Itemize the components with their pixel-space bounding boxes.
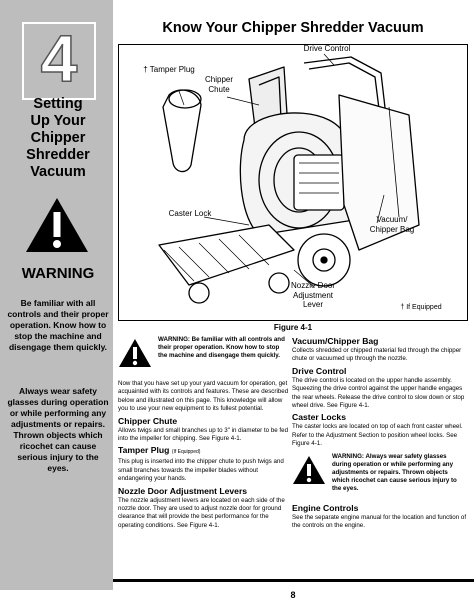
sidebar: 4 Setting Up Your Chipper Shredder Vacuu…	[0, 0, 113, 590]
chapter-number: 4	[40, 20, 78, 96]
chapter-box	[22, 22, 96, 100]
heading-tamper-plug: Tamper Plug (If Equipped)	[118, 445, 290, 458]
sidebar-title-line: Shredder	[26, 147, 90, 163]
sidebar-title-line: Up Your	[30, 113, 86, 129]
sidebar-warning-text: Be familiar with all controls and their …	[7, 298, 109, 352]
body-chipper-chute: Allows twigs and small branches up to 3"…	[118, 426, 289, 443]
chipper-shredder-illustration	[158, 53, 420, 304]
left-column: WARNING: Be familiar with all controls a…	[118, 336, 290, 532]
callout-drive-control: Drive Control	[303, 44, 351, 53]
callout-chipper-chute: Chipper Chute	[204, 75, 233, 94]
warning-triangle-icon	[293, 455, 325, 484]
operation-warning-text: WARNING: Be familiar with all controls a…	[158, 336, 285, 359]
body-vacuum-bag: Collects shredded or chipped material fe…	[292, 347, 462, 363]
warning-triangle-icon	[119, 339, 151, 367]
tamper-plug-tag: (If Equipped)	[171, 449, 201, 456]
sidebar-title: Setting Up Your Chipper Shredder Vacuum	[6, 96, 110, 181]
sidebar-title-line: Setting	[33, 96, 83, 112]
right-column: Vacuum/Chipper Bag Collects shredded or …	[292, 336, 468, 532]
callout-caster-lock: Caster Lock	[168, 209, 212, 218]
glasses-warning-text: WARNING: Always wear safety glasses duri…	[332, 452, 457, 492]
heading-chipper-chute: Chipper Chute	[118, 415, 178, 426]
operation-warning: WARNING: Be familiar with all controls a…	[118, 336, 290, 380]
figure-caption: Figure 4-1	[273, 323, 313, 332]
tamper-plug-title: Tamper Plug	[118, 445, 170, 456]
footer-rule	[113, 579, 474, 582]
callout-tamper-plug: † Tamper Plug	[143, 65, 195, 74]
body-engine-controls: See the separate engine manual for the l…	[292, 513, 467, 530]
sidebar-title-line: Chipper	[30, 130, 86, 146]
page-number: 8	[290, 590, 296, 600]
body-nozzle-levers: The nozzle adjustment levers are located…	[118, 496, 285, 529]
page-title: Know Your Chipper Shredder Vacuum	[162, 20, 424, 36]
body-caster-locks: The caster locks are located on top of e…	[292, 423, 463, 448]
heading-engine-controls: Engine Controls	[292, 502, 359, 513]
callout-vacuum-bag: Vacuum/ Chipper Bag	[369, 215, 415, 234]
body-tamper-plug: This plug is inserted into the chipper c…	[118, 458, 284, 483]
callout-nozzle-lever: Nozzle Door Adjustment Lever	[290, 281, 335, 309]
heading-drive-control: Drive Control	[292, 365, 347, 376]
sidebar-warning-heading: WARNING	[21, 265, 95, 282]
heading-nozzle-levers: Nozzle Door Adjustment Levers	[118, 485, 248, 496]
heading-vacuum-bag: Vacuum/Chipper Bag	[292, 336, 379, 346]
figure-4-1: Drive Control † Tamper Plug Chipper Chut…	[118, 44, 468, 321]
intro-paragraph: Now that you have set up your yard vacuu…	[118, 380, 289, 413]
sidebar-glasses-text: Always wear safety glasses during operat…	[7, 386, 109, 473]
warning-triangle-icon	[26, 198, 88, 252]
body-drive-control: The drive control is located on the uppe…	[292, 376, 465, 410]
heading-caster-locks: Caster Locks	[292, 412, 346, 423]
glasses-warning: WARNING: Always wear safety glasses duri…	[292, 453, 468, 503]
callout-if-equipped: † If Equipped	[400, 304, 442, 311]
sidebar-title-line: Vacuum	[30, 164, 86, 180]
